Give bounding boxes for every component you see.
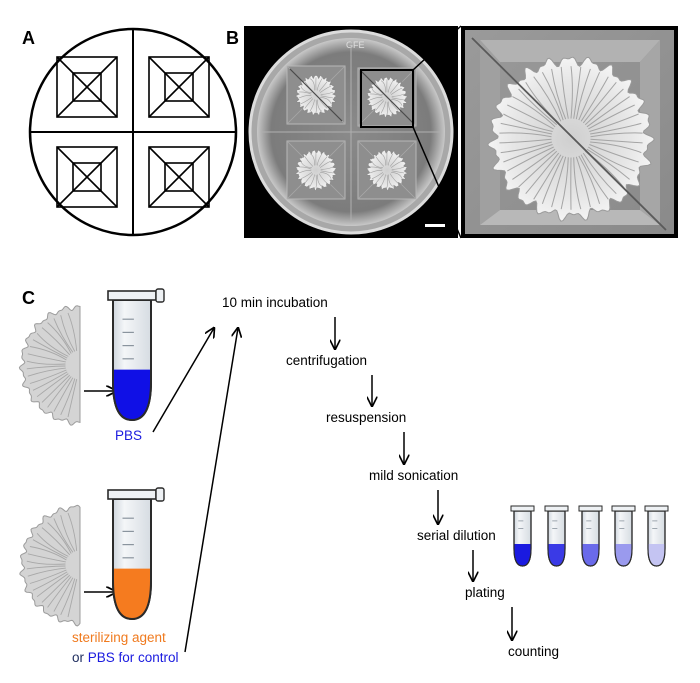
- half-biofilm-bottom: [19, 504, 81, 627]
- arrow-pbs-to-incubation: [152, 328, 214, 433]
- square-frame: [56, 56, 118, 118]
- protocol-steps: 10 min incubation centrifugation resuspens…: [222, 295, 559, 659]
- control-label: or PBS for control: [72, 650, 179, 665]
- dilution-tube: [611, 505, 636, 567]
- arrow-agent-to-incubation: [184, 328, 238, 653]
- zoom-photo: [461, 26, 678, 238]
- colony: [286, 65, 346, 125]
- half-biofilm-top: [18, 305, 81, 426]
- dilution-tube: [644, 505, 669, 567]
- colony: [286, 140, 346, 200]
- sterilizing-agent-label: sterilizing agent: [72, 630, 166, 645]
- sterilizing-agent-tube: [107, 487, 165, 621]
- protocol-step: plating: [465, 585, 505, 600]
- protocol-step: serial dilution: [417, 528, 496, 543]
- plate-marker-text: GFE: [346, 40, 365, 50]
- panel-b-label: B: [226, 28, 239, 48]
- protocol-step: mild sonication: [369, 468, 458, 483]
- pbs-label: PBS: [115, 428, 142, 443]
- protocol-step: resuspension: [326, 410, 406, 425]
- protocol-step: centrifugation: [286, 353, 367, 368]
- panel-a-label: A: [22, 28, 35, 48]
- protocol-step: counting: [508, 644, 559, 659]
- serial-dilution-tubes: [510, 505, 669, 567]
- dilution-tube: [544, 505, 569, 567]
- dilution-tube: [510, 505, 535, 567]
- colony: [357, 140, 417, 200]
- colony: [357, 67, 417, 127]
- zoom-selection-box: [360, 69, 414, 128]
- pbs-tube: [107, 288, 165, 422]
- square-frame: [56, 146, 118, 208]
- square-frame: [148, 146, 210, 208]
- plate-photo: GFE: [244, 26, 458, 238]
- dilution-tube: [578, 505, 603, 567]
- plate-schematic: [28, 27, 238, 237]
- panel-c-label: C: [22, 288, 35, 308]
- square-frame: [148, 56, 210, 118]
- protocol-step: 10 min incubation: [222, 295, 328, 310]
- scale-bar: [425, 224, 445, 227]
